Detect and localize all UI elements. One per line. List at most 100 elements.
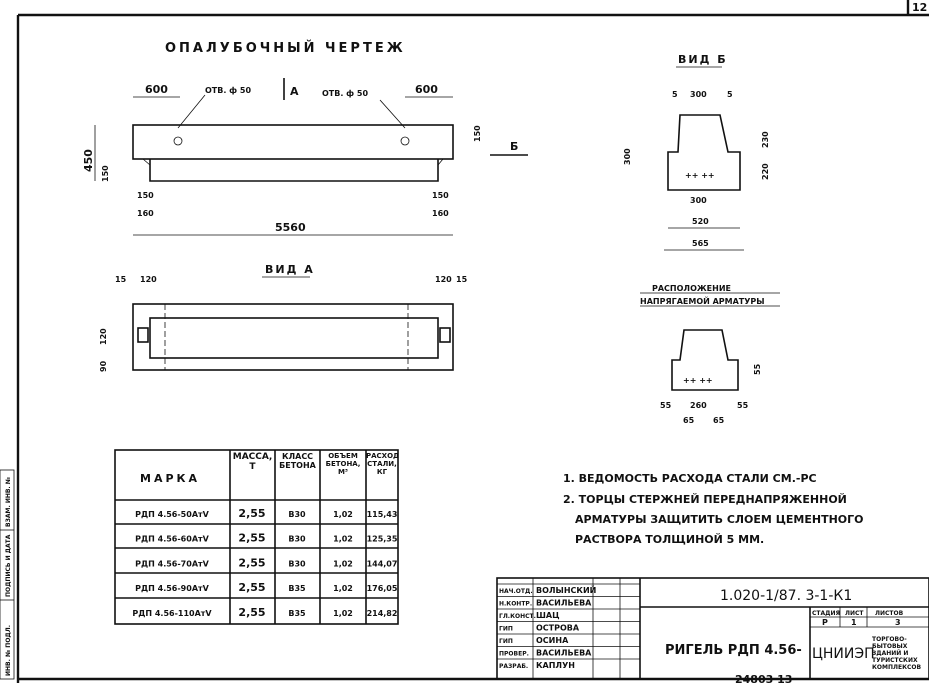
svg-text:ТУРИСТСКИХ: ТУРИСТСКИХ — [872, 657, 918, 664]
table-cell: 2,55 — [238, 606, 265, 619]
header-mass: МАССА, Т — [232, 452, 273, 472]
table-cell: 1,02 — [333, 510, 353, 519]
organization: ЦНИИЭП — [812, 646, 875, 662]
svg-text:260: 260 — [690, 401, 707, 410]
svg-text:220: 220 — [761, 163, 770, 180]
person-name: ВАСИЛЬЕВА — [536, 599, 592, 608]
person-role: РАЗРАБ. — [499, 663, 528, 670]
footer-number: 24803 13 — [735, 673, 792, 683]
table-cell: 125,35 — [367, 535, 398, 544]
svg-text:РАСТВОРА ТОЛЩИНОЙ 5 ММ.: РАСТВОРА ТОЛЩИНОЙ 5 ММ. — [575, 533, 764, 546]
table-cell: РДП 4.56-90АтV — [135, 584, 209, 593]
table-cell: В30 — [288, 535, 306, 544]
table-cell: 115,43 — [367, 510, 398, 519]
table-cell: 1,02 — [333, 609, 353, 618]
table-cell: 176,05 — [367, 584, 398, 593]
person-role: ГЛ.КОНСТ. — [499, 613, 536, 620]
svg-text:ОТВ. ф 50: ОТВ. ф 50 — [322, 89, 368, 98]
svg-text:5: 5 — [672, 90, 678, 99]
svg-text:55: 55 — [660, 401, 672, 410]
svg-text:160: 160 — [432, 209, 449, 218]
svg-text:90: 90 — [99, 360, 108, 372]
title-block: 1.020-1/87. 3-1-К1 РИГЕЛЬ РДП 4.56- СТАД… — [496, 577, 929, 680]
svg-text:РАСПОЛОЖЕНИЕ: РАСПОЛОЖЕНИЕ — [652, 284, 731, 293]
svg-text:450: 450 — [82, 149, 95, 172]
svg-text:++ ++: ++ ++ — [685, 171, 715, 180]
table-cell: РДП 4.56-70АтV — [135, 559, 209, 568]
header-class: КЛАСС БЕТОНА — [279, 452, 316, 470]
svg-text:300: 300 — [623, 148, 632, 165]
table-cell: 1,02 — [333, 584, 353, 593]
item-name: РИГЕЛЬ РДП 4.56- — [665, 643, 802, 658]
svg-text:ЗДАНИЙ И: ЗДАНИЙ И — [872, 649, 908, 657]
svg-text:3: 3 — [895, 618, 901, 627]
person-name: ОСИНА — [536, 636, 569, 645]
signatures: НАЧ.ОТД.ВОЛЫНСКИЙ Н.КОНТР. ВАСИЛЬЕВАГЛ.КОН… — [497, 583, 640, 670]
svg-text:565: 565 — [692, 239, 709, 248]
view-a: ВИД А 15 120 120 15 120 90 — [99, 263, 468, 372]
svg-text:1: 1 — [851, 618, 857, 627]
svg-text:АРМАТУРЫ ЗАЩИТИТЬ СЛОЕМ ЦЕМЕНТ: АРМАТУРЫ ЗАЩИТИТЬ СЛОЕМ ЦЕМЕНТНОГО — [575, 513, 864, 526]
table-cell: В30 — [288, 510, 306, 519]
person-name: ВОЛЫНСКИЙ — [536, 584, 596, 595]
table-cell: 2,55 — [238, 507, 265, 520]
person-name: КАПЛУН — [536, 661, 575, 670]
svg-text:Б: Б — [510, 140, 518, 153]
person-role: ГИП — [499, 626, 513, 633]
table-cell: 2,55 — [238, 532, 265, 545]
svg-text:160: 160 — [137, 209, 154, 218]
svg-text:ВЗАМ. ИНВ. №: ВЗАМ. ИНВ. № — [5, 476, 12, 527]
notes: 1. ВЕДОМОСТЬ РАСХОДА СТАЛИ СМ.-РС 2. ТОР… — [563, 472, 864, 546]
svg-text:55: 55 — [737, 401, 749, 410]
svg-text:ЛИСТ: ЛИСТ — [845, 610, 864, 617]
svg-text:ВИД Б: ВИД Б — [678, 53, 728, 66]
svg-text:ТОРГОВО-: ТОРГОВО- — [872, 636, 907, 643]
table-cell: 2,55 — [238, 556, 265, 569]
svg-text:ОТВ. ф 50: ОТВ. ф 50 — [205, 86, 251, 95]
svg-text:БЫТОВЫХ: БЫТОВЫХ — [872, 643, 908, 650]
tendon-arrangement: РАСПОЛОЖЕНИЕ НАПРЯГАЕМОЙ АРМАТУРЫ ++ ++ … — [640, 284, 780, 425]
svg-text:65: 65 — [683, 416, 695, 425]
person-role: НАЧ.ОТД. — [499, 588, 533, 595]
svg-text:15: 15 — [456, 275, 468, 284]
svg-text:150: 150 — [473, 125, 482, 142]
svg-text:120: 120 — [140, 275, 157, 284]
person-role: ГИП — [499, 638, 513, 645]
view-b: ВИД Б 5 300 5 ++ ++ 300 230 220 300 520 … — [623, 53, 770, 251]
svg-text:600: 600 — [415, 83, 438, 96]
table-cell: 144,07 — [367, 559, 398, 568]
svg-text:600: 600 — [145, 83, 168, 96]
svg-text:СТАДИЯ: СТАДИЯ — [812, 610, 841, 617]
person-role: Н.КОНТР. — [499, 601, 532, 608]
svg-text:МАРКА: МАРКА — [140, 472, 200, 485]
svg-text:5560: 5560 — [275, 221, 306, 234]
svg-text:КОМПЛЕКСОВ: КОМПЛЕКСОВ — [872, 664, 921, 671]
svg-text:ИНВ. № ПОДЛ.: ИНВ. № ПОДЛ. — [5, 625, 12, 676]
svg-text:230: 230 — [761, 131, 770, 148]
specification-table: МАРКА МАССА, Т КЛАСС БЕТОНА ОБЪЕМ БЕТОНА… — [114, 449, 399, 625]
table-cell: РДП 4.56-110АтV — [132, 609, 212, 618]
svg-text:НАПРЯГАЕМОЙ АРМАТУРЫ: НАПРЯГАЕМОЙ АРМАТУРЫ — [640, 295, 765, 306]
table-cell: РДП 4.56-50АтV — [135, 510, 209, 519]
table-cell: РДП 4.56-60АтV — [135, 535, 209, 544]
side-stamp: ИНВ. № ПОДЛ. ПОДПИСЬ И ДАТА ВЗАМ. ИНВ. № — [0, 469, 15, 680]
svg-text:Р: Р — [822, 618, 828, 627]
formwork-elevation: ОПАЛУБОЧНЫЙ ЧЕРТЕЖ А 600 600 ОТВ. ф 50 О… — [82, 40, 528, 236]
svg-text:120: 120 — [435, 275, 452, 284]
svg-text:55: 55 — [753, 363, 762, 375]
svg-text:А: А — [290, 85, 299, 98]
table-cell: В35 — [288, 609, 306, 618]
svg-text:150: 150 — [101, 165, 110, 182]
header-steel: РАСХОД СТАЛИ, КГ — [366, 452, 398, 476]
svg-text:150: 150 — [432, 191, 449, 200]
svg-text:150: 150 — [137, 191, 154, 200]
page-number: 12 — [912, 1, 927, 14]
table-cell: 2,55 — [238, 581, 265, 594]
table-cell: В35 — [288, 584, 306, 593]
table-cell: 214,82 — [367, 609, 398, 618]
drawing-title: ОПАЛУБОЧНЫЙ ЧЕРТЕЖ — [165, 40, 406, 56]
svg-text:ВИД А: ВИД А — [265, 263, 315, 276]
svg-text:15: 15 — [115, 275, 127, 284]
